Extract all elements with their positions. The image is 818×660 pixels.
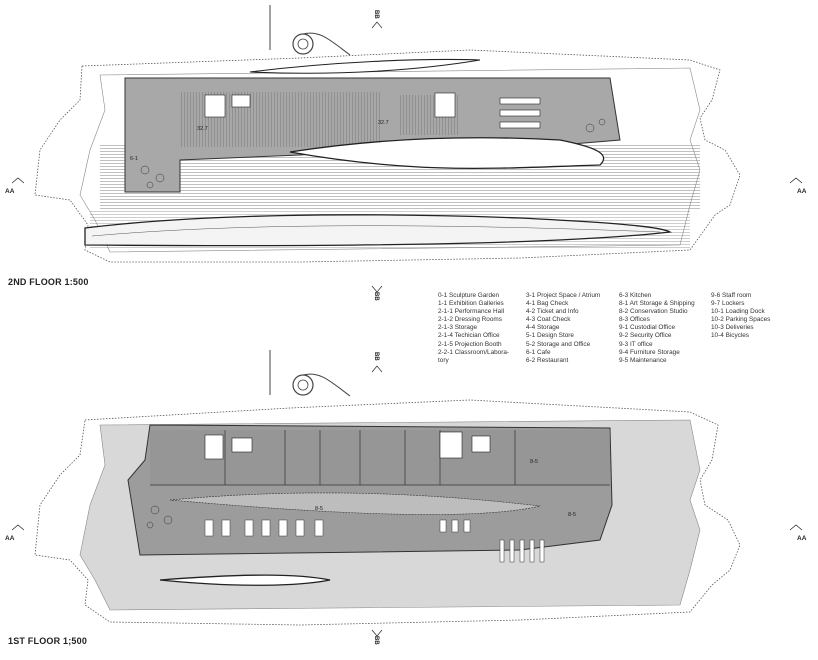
floor2-void-lower <box>84 214 672 247</box>
floor2-void-upper <box>249 58 481 74</box>
legend-item: 2-1-4 Techician Office <box>438 332 500 340</box>
legend-item: 9-1 Custodial Office <box>619 324 676 332</box>
legend-item: 4-4 Storage <box>526 324 560 332</box>
svg-text:AA: AA <box>5 535 15 542</box>
legend-item: 2-1-5 Projection Booth <box>438 340 502 348</box>
floor1-parking <box>204 519 545 563</box>
legend-item: 9-7 Lockers <box>711 300 745 308</box>
svg-text:BB: BB <box>373 10 379 19</box>
floor1-atrium <box>169 492 541 515</box>
legend-item: 5-1 Design Store <box>526 332 574 340</box>
legend-item: 10-4 Bicycles <box>711 332 750 340</box>
svg-text:BB: BB <box>373 352 379 361</box>
floor1-ramp-feature <box>269 350 351 397</box>
legend-item: 6-3 Kitchen <box>619 292 652 299</box>
legend-item: 9-5 Maintenance <box>619 356 667 364</box>
svg-text:BB: BB <box>373 636 379 645</box>
legend-item: 10-2 Parking Spaces <box>711 316 771 324</box>
floor2-ramp-feature <box>269 5 351 56</box>
svg-text:AA: AA <box>5 188 15 195</box>
legend-item: 10-1 Loading Dock <box>711 308 765 316</box>
legend-item: 8-3 Offices <box>619 316 650 324</box>
floor1-room-tag-a: 8-5 <box>530 459 538 465</box>
legend-item: 6-1 Cafe <box>526 348 551 356</box>
floor2-elevation-left: 32.7 <box>197 126 208 132</box>
svg-text:BB: BB <box>373 292 379 301</box>
floor1-void-lower <box>159 574 331 586</box>
floor2-elevation-right: 32.7 <box>378 120 389 126</box>
floor2-section-arrow-top: BB <box>371 10 383 29</box>
legend-item: 4-1 Bag Check <box>526 300 569 308</box>
legend-item: 4-3 Coat Check <box>526 316 571 324</box>
floor1-plan: 8-5 8-5 8-5 AA AA BB BB <box>5 350 807 645</box>
legend-item: 9-4 Furniture Storage <box>619 348 680 356</box>
floor1-room-tag-b: 8-5 <box>315 506 323 512</box>
legend-column-2: 3-1 Project Space / Atrium 4-1 Bag Check… <box>526 292 600 365</box>
legend-item: 9-2 Security Office <box>619 332 672 340</box>
floor2-section-arrow-right: AA <box>789 177 807 195</box>
legend-item: 4-2 Ticket and Info <box>526 308 579 316</box>
floor1-section-arrow-right: AA <box>789 524 807 542</box>
floor1-room-tag-c: 8-5 <box>568 512 576 518</box>
floor2-title: 2ND FLOOR 1:500 <box>8 277 89 287</box>
floor1-title: 1ST FLOOR 1;500 <box>8 636 88 646</box>
svg-text:AA: AA <box>797 535 807 542</box>
floor2-section-arrow-bottom: BB <box>371 285 383 301</box>
floor2-plan: 32.7 32.7 6-1 AA AA BB BB <box>5 5 807 301</box>
legend-item: 8-1 Art Storage & Shipping <box>619 300 695 308</box>
legend-item: 3-1 Project Space / Atrium <box>526 292 601 299</box>
legend-item: 6-2 Restaurant <box>526 356 569 364</box>
legend-item: 2-1-3 Storage <box>438 324 478 332</box>
floor2-section-arrow-left: AA <box>5 177 25 195</box>
floor1-site-outline <box>34 399 741 626</box>
svg-text:AA: AA <box>797 188 807 195</box>
floor2-site-outline <box>34 49 741 263</box>
legend-item: 9-6 Staff room <box>711 292 752 299</box>
legend-item: 2-2-1 Classroom/Labora- <box>438 348 510 356</box>
legend-item: 5-2 Storage and Office <box>526 340 591 348</box>
floor1-section-arrow-bottom: BB <box>371 629 383 645</box>
legend-item: 8-2 Conservation Studio <box>619 308 688 316</box>
legend-item: tory <box>438 356 449 364</box>
floor1-section-arrow-top: BB <box>371 352 383 373</box>
legend-item: 10-3 Deliveries <box>711 324 754 332</box>
legend-item: 2-1-2 Dressing Rooms <box>438 316 502 324</box>
floor2-void-middle <box>289 137 605 170</box>
legend-column-3: 6-3 Kitchen 8-1 Art Storage & Shipping 8… <box>619 292 695 365</box>
legend-item: 1-1 Exhibition Galleries <box>438 300 504 308</box>
floor1-section-arrow-left: AA <box>5 524 25 542</box>
floor2-room-tag: 6-1 <box>130 156 138 162</box>
legend-item: 2-1-1 Performance Hall <box>438 308 505 316</box>
legend-item: 0-1 Sculpture Garden <box>438 292 500 299</box>
legend-column-4: 9-6 Staff room 9-7 Lockers 10-1 Loading … <box>711 292 770 341</box>
legend-item: 9-3 IT office <box>619 340 653 348</box>
legend-column-1: 0-1 Sculpture Garden 1-1 Exhibition Gall… <box>438 292 509 365</box>
